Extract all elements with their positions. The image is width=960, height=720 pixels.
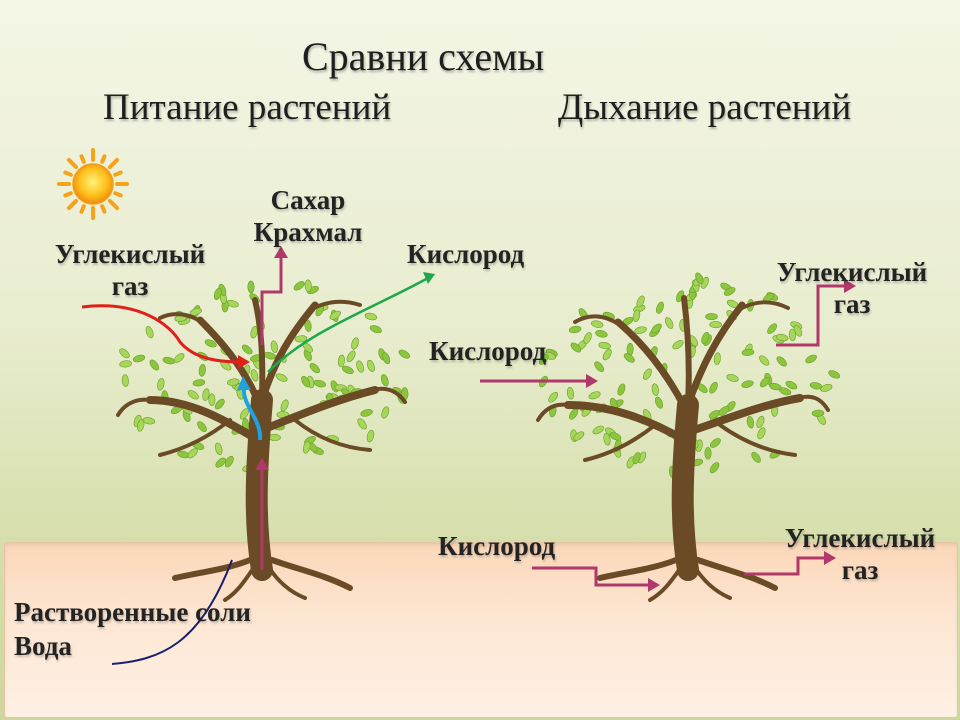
label-co2-respiration-bottom-line2: газ xyxy=(841,555,879,585)
label-co2-respiration-top: Углекислый газ xyxy=(760,256,944,320)
arrow-oxygen-out xyxy=(267,272,435,373)
label-co2-respiration-top-line2: газ xyxy=(833,289,871,319)
label-sugar: Сахар xyxy=(270,185,346,215)
arrow-water-up xyxy=(237,376,263,441)
subtitle-respiration: Дыхание растений xyxy=(558,87,852,128)
arrow-co2-in xyxy=(81,304,250,369)
tree-icon-nutrition xyxy=(116,279,410,602)
label-co2-respiration-top-line1: Углекислый xyxy=(776,257,928,287)
label-co2-nutrition-line2: газ xyxy=(111,271,149,301)
arrow-oxygen-in-bottom xyxy=(532,566,660,592)
sun-icon xyxy=(57,148,129,220)
arrow-sugar-up xyxy=(260,246,288,345)
label-salts: Растворенные соли xyxy=(14,597,251,627)
label-sugar-starch: Сахар Крахмал xyxy=(238,184,378,248)
label-co2-respiration-bottom: Углекислый газ xyxy=(768,522,952,586)
page-title: Сравни схемы xyxy=(302,34,545,79)
subtitle-nutrition: Питание растений xyxy=(103,87,392,128)
arrow-co2-out-top xyxy=(776,279,856,347)
label-oxygen-respiration-top: Кислород xyxy=(429,336,547,366)
label-starch: Крахмал xyxy=(253,217,363,247)
label-oxygen-respiration-bottom: Кислород xyxy=(438,531,556,561)
arrow-salts-up xyxy=(255,458,269,570)
label-co2-nutrition-line1: Углекислый xyxy=(54,239,206,269)
label-salts-water: Растворенные соли Вода xyxy=(14,596,251,662)
arrow-co2-out-bottom xyxy=(744,551,836,576)
label-oxygen-nutrition: Кислород xyxy=(407,239,525,269)
label-water: Вода xyxy=(14,631,72,661)
arrow-oxygen-in-top xyxy=(480,374,598,388)
label-co2-nutrition: Углекислый газ xyxy=(38,238,222,302)
arrow-salts-in xyxy=(111,559,233,665)
tree-icon-respiration xyxy=(536,272,841,602)
label-co2-respiration-bottom-line1: Углекислый xyxy=(784,523,936,553)
